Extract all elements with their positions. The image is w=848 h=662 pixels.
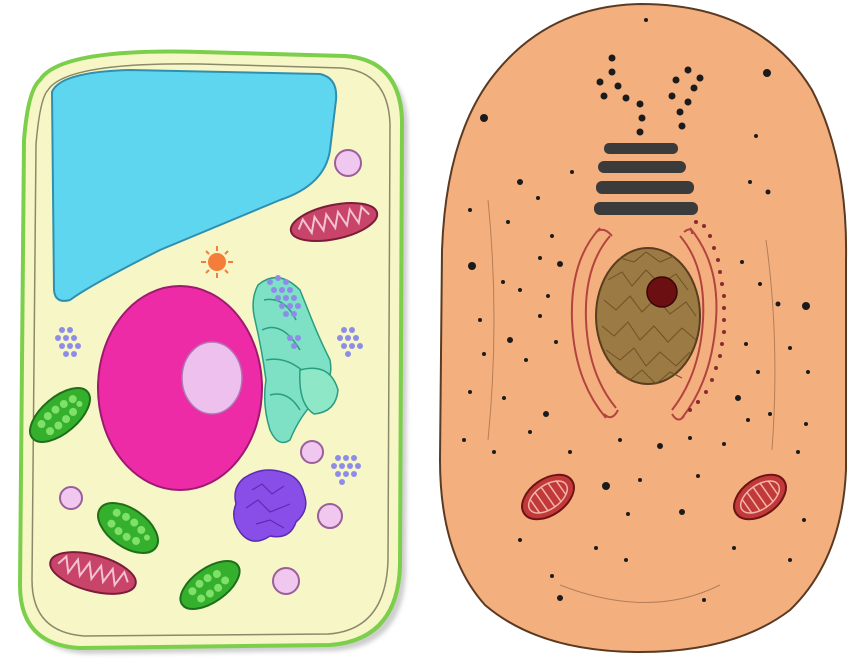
animal-nucleolus [647, 277, 677, 307]
vesicle-5 [273, 568, 299, 594]
vesicle-1 [335, 150, 361, 176]
vesicle-2 [301, 441, 323, 463]
plant-nucleolus [182, 342, 242, 414]
plant-cell [20, 52, 408, 654]
animal-cell [440, 4, 846, 652]
vesicle-4 [318, 504, 342, 528]
vesicle-3 [60, 487, 82, 509]
